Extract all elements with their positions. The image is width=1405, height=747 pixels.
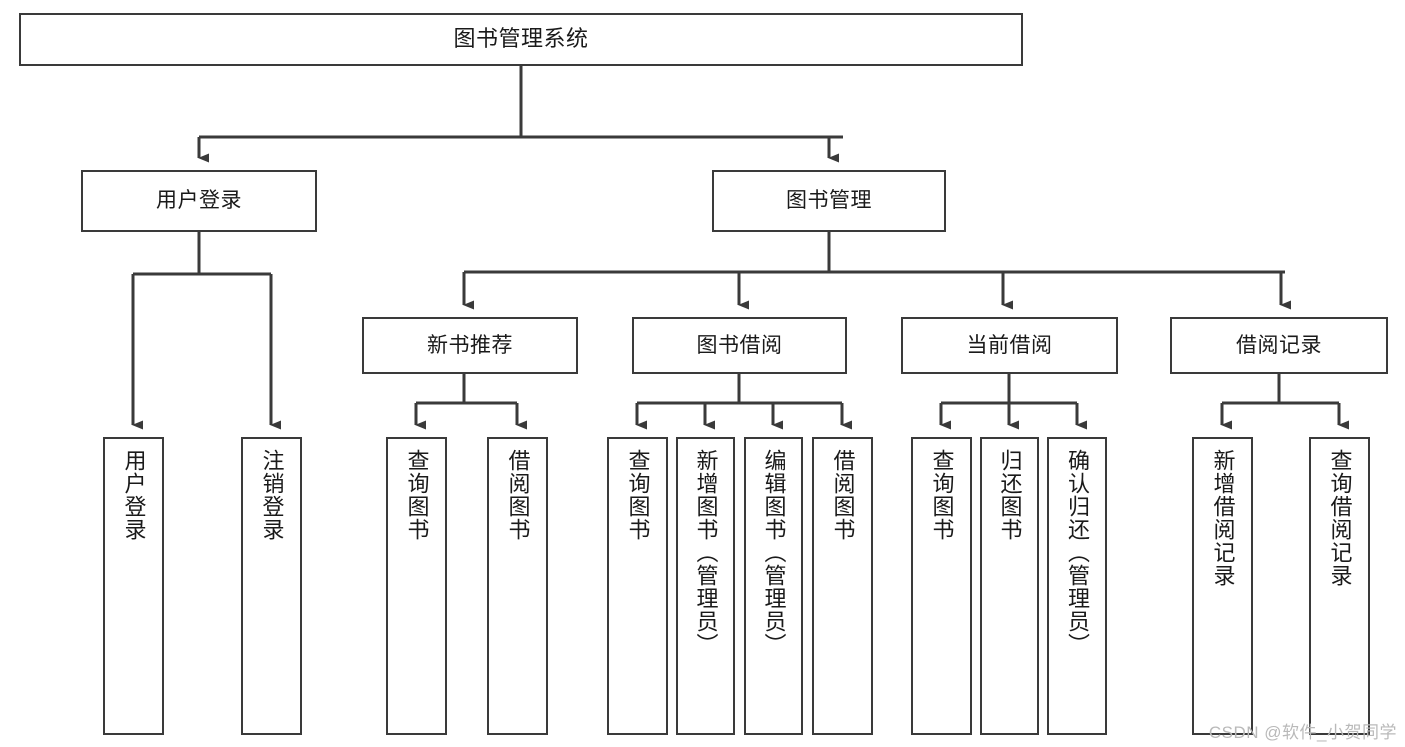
node-root-system[interactable]: 图书管理系统 [19, 13, 1023, 66]
node-leaf-query-record-label: 查询借阅记录 [1327, 449, 1353, 587]
node-leaf-query-book-3-label: 查询图书 [929, 449, 955, 541]
node-leaf-borrow-book-2[interactable]: 借阅图书 [812, 437, 873, 735]
node-leaf-query-book-1-label: 查询图书 [404, 449, 430, 541]
node-new-book-recommend[interactable]: 新书推荐 [362, 317, 578, 374]
node-leaf-logout-label: 注销登录 [259, 449, 285, 541]
node-book-management[interactable]: 图书管理 [712, 170, 946, 232]
node-book-borrow[interactable]: 图书借阅 [632, 317, 847, 374]
node-leaf-edit-book[interactable]: 编辑图书（管理员） [744, 437, 803, 735]
node-leaf-query-book-2-label: 查询图书 [625, 449, 651, 541]
node-book-management-label: 图书管理 [786, 189, 872, 213]
node-user-login[interactable]: 用户登录 [81, 170, 317, 232]
node-borrow-record-label: 借阅记录 [1236, 333, 1322, 357]
node-leaf-user-login-label: 用户登录 [121, 449, 147, 541]
node-leaf-edit-book-label: 编辑图书（管理员） [761, 449, 787, 656]
csdn-watermark: CSDN @软件_小贺同学 [1208, 723, 1397, 742]
node-leaf-add-record-label: 新增借阅记录 [1210, 449, 1236, 587]
node-leaf-query-book-2[interactable]: 查询图书 [607, 437, 668, 735]
node-leaf-query-record[interactable]: 查询借阅记录 [1309, 437, 1370, 735]
node-leaf-borrow-book-1-label: 借阅图书 [505, 449, 531, 541]
node-leaf-add-book-label: 新增图书（管理员） [693, 449, 719, 656]
node-current-borrow-label: 当前借阅 [966, 333, 1053, 357]
node-book-borrow-label: 图书借阅 [696, 333, 783, 357]
node-leaf-logout[interactable]: 注销登录 [241, 437, 302, 735]
node-leaf-borrow-book-1[interactable]: 借阅图书 [487, 437, 548, 735]
node-leaf-return-book[interactable]: 归还图书 [980, 437, 1039, 735]
node-leaf-user-login[interactable]: 用户登录 [103, 437, 164, 735]
node-leaf-borrow-book-2-label: 借阅图书 [830, 449, 856, 541]
node-leaf-confirm-return-label: 确认归还（管理员） [1064, 449, 1090, 656]
node-borrow-record[interactable]: 借阅记录 [1170, 317, 1388, 374]
node-leaf-confirm-return[interactable]: 确认归还（管理员） [1047, 437, 1107, 735]
node-leaf-query-book-1[interactable]: 查询图书 [386, 437, 447, 735]
node-user-login-label: 用户登录 [156, 189, 242, 213]
node-leaf-add-record[interactable]: 新增借阅记录 [1192, 437, 1253, 735]
node-leaf-add-book[interactable]: 新增图书（管理员） [676, 437, 735, 735]
node-new-book-recommend-label: 新书推荐 [427, 333, 513, 357]
node-current-borrow[interactable]: 当前借阅 [901, 317, 1118, 374]
node-root-system-label: 图书管理系统 [453, 26, 589, 52]
node-leaf-return-book-label: 归还图书 [997, 449, 1023, 541]
node-leaf-query-book-3[interactable]: 查询图书 [911, 437, 972, 735]
